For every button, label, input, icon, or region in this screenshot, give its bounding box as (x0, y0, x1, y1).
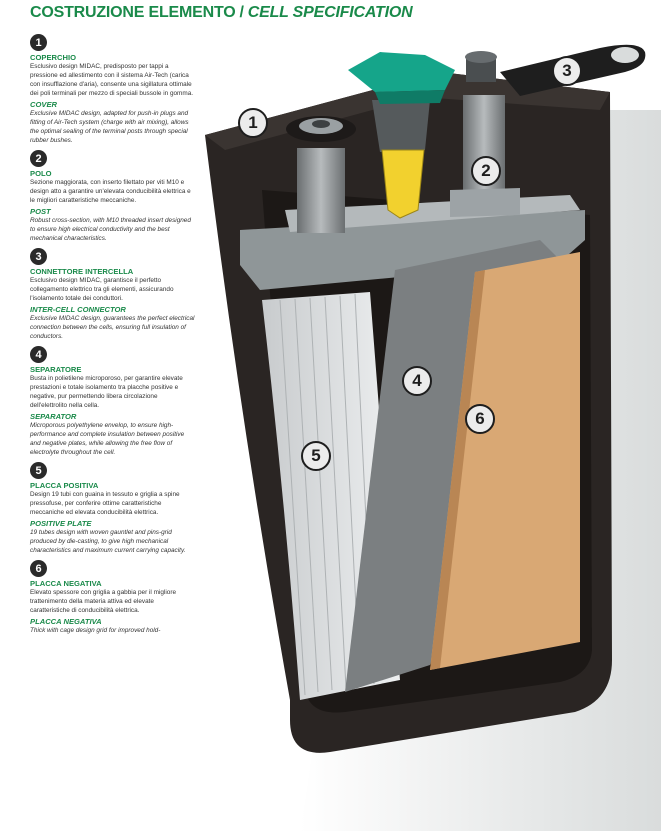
callout-2: 2 (471, 156, 501, 186)
number-badge: 3 (30, 248, 47, 265)
battery-cell-cutaway (205, 44, 661, 831)
right-post-base (450, 188, 520, 217)
negative-plate-edge (430, 270, 485, 670)
section-title-en: INTER-CELL CONNECTOR (30, 305, 126, 314)
section-text-en: 19 tubes design with woven gauntlet and … (30, 529, 186, 554)
spec-section-4: 4 SEPARATORE Busta in polietilene microp… (30, 346, 195, 457)
spec-section-3: 3 CONNETTORE INTERCELLA Esclusivo design… (30, 248, 195, 341)
number-badge: 2 (30, 150, 47, 167)
spec-section-5: 5 PLACCA POSITIVA Design 19 tubi con gua… (30, 462, 195, 555)
section-title-en: COVER (30, 100, 58, 109)
callout-1: 1 (238, 108, 268, 138)
specification-column: 1 COPERCHIO Esclusivo design MIDAC, pred… (30, 34, 195, 640)
section-text-en: Exclusive MIDAC design, adapted for push… (30, 110, 189, 144)
section-title-en: PLACCA NEGATIVA (30, 617, 102, 626)
spec-section-1: 1 COPERCHIO Esclusivo design MIDAC, pred… (30, 34, 195, 145)
section-text-it: Sezione maggiorata, con inserto filettat… (30, 179, 191, 204)
section-text-en: Exclusive MIDAC design, guarantees the p… (30, 315, 195, 340)
number-badge: 6 (30, 560, 47, 577)
vent-plug-tube (372, 100, 430, 152)
section-text-en: Robust cross-section, with M10 threaded … (30, 217, 191, 242)
section-title-it: POLO (30, 169, 52, 178)
vent-basket (381, 149, 425, 219)
callout-5: 5 (301, 441, 331, 471)
number-badge: 4 (30, 346, 47, 363)
section-title-en: SEPARATOR (30, 412, 77, 421)
callout-3: 3 (552, 56, 582, 86)
section-title-it: CONNETTORE INTERCELLA (30, 267, 134, 276)
section-text-en: Thick with cage design grid for improved… (30, 627, 161, 634)
section-text-it: Esclusivo design MIDAC, predisposto per … (30, 63, 194, 97)
section-title-it: PLACCA NEGATIVA (30, 579, 102, 588)
section-title-it: PLACCA POSITIVA (30, 481, 99, 490)
section-text-it: Esclusivo design MIDAC, garantisce il pe… (30, 277, 174, 302)
section-text-it: Elevato spessore con griglia a gabbia pe… (30, 589, 176, 614)
section-text-en: Microporous polyethylene envelop, to ens… (30, 422, 185, 456)
spec-section-6: 6 PLACCA NEGATIVA Elevato spessore con g… (30, 560, 195, 635)
number-badge: 5 (30, 462, 47, 479)
number-badge: 1 (30, 34, 47, 51)
title-separator: / (239, 4, 244, 21)
spec-section-2: 2 POLO Sezione maggiorata, con inserto f… (30, 150, 195, 243)
vent-plug-cap (348, 52, 455, 92)
section-text-it: Busta in polietilene microporoso, per ga… (30, 375, 183, 409)
cover-top (205, 72, 610, 150)
section-title-en: POST (30, 207, 51, 216)
callout-4: 4 (402, 366, 432, 396)
section-text-it: Design 19 tubi con guaina in tessuto e g… (30, 491, 180, 516)
left-post (297, 148, 345, 233)
page-title: COSTRUZIONE ELEMENTO/CELL SPECIFICATION (30, 4, 413, 22)
section-title-it: SEPARATORE (30, 365, 82, 374)
section-title-en: POSITIVE PLATE (30, 519, 92, 528)
callout-6: 6 (465, 404, 495, 434)
title-italian: COSTRUZIONE ELEMENTO (30, 4, 236, 21)
title-english: CELL SPECIFICATION (247, 4, 413, 21)
section-title-it: COPERCHIO (30, 53, 76, 62)
